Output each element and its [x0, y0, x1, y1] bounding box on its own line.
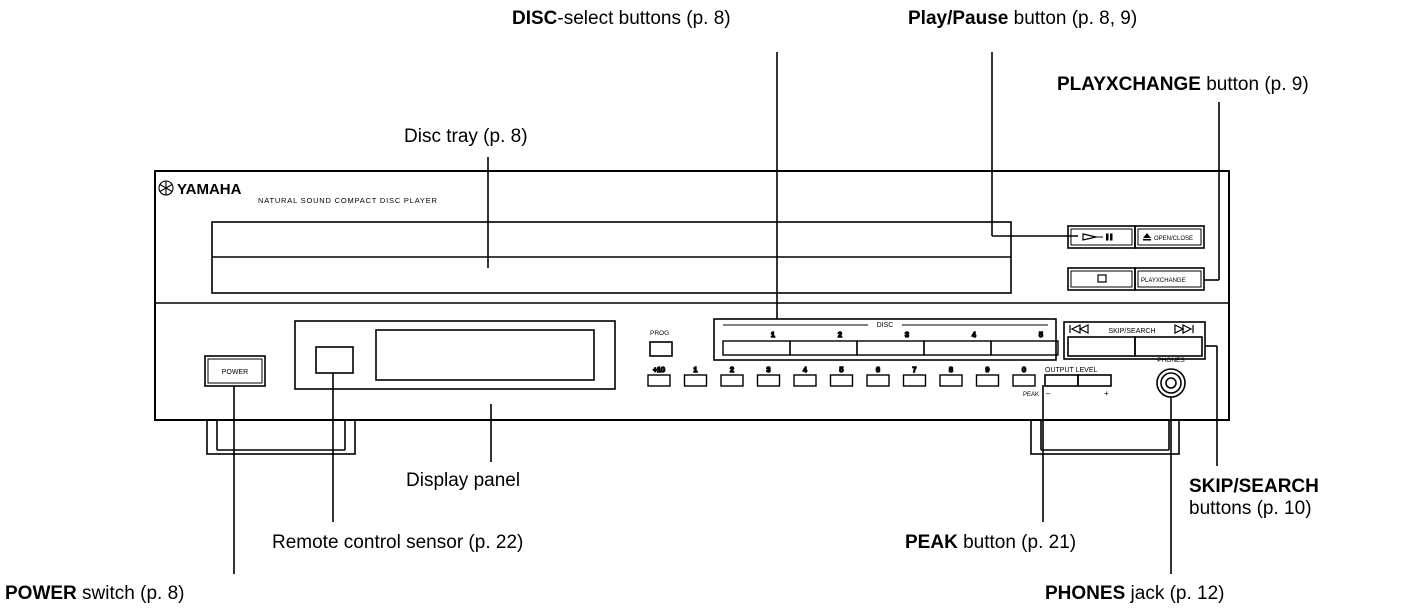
callout-phones: PHONES jack (p. 12) [1045, 583, 1225, 604]
skip-search-label: SKIP/SEARCH [1108, 328, 1155, 335]
right-foot [1030, 419, 1180, 455]
number-key-7[interactable] [902, 374, 927, 387]
left-foot [206, 419, 356, 455]
disc-number-label: 4 [972, 332, 976, 339]
power-label: POWER [222, 369, 248, 376]
output-plus-label: + [1104, 389, 1109, 398]
play-pause-button[interactable] [1067, 225, 1136, 249]
number-key-label: 5 [840, 367, 844, 374]
skip-search-group [1063, 321, 1206, 360]
play-icon [1082, 233, 1097, 241]
callout-peak: PEAK button (p. 21) [905, 532, 1077, 553]
callout-display-panel: Display panel [406, 470, 521, 491]
phones-label: PHONES [1157, 357, 1185, 364]
number-key-label: 3 [767, 367, 771, 374]
prog-label: PROG [650, 330, 669, 337]
number-key-label: 4 [803, 367, 807, 374]
disc-select-group [713, 318, 1057, 361]
number-key-label: 9 [986, 367, 990, 374]
disc-number-label: 2 [838, 332, 842, 339]
number-key-5[interactable] [829, 374, 854, 387]
number-key-3[interactable] [756, 374, 781, 387]
disc-button-3[interactable] [856, 340, 925, 356]
peak-label: PEAK [1023, 392, 1039, 398]
remote-control-sensor [315, 346, 354, 374]
pause-icon [1106, 233, 1109, 241]
callout-playxchange: PLAYXCHANGE button (p. 9) [1057, 74, 1309, 95]
playxchange-label: PLAYXCHANGE [1141, 278, 1186, 284]
number-key-plus10[interactable] [647, 374, 671, 387]
skip-forward-button[interactable] [1134, 336, 1203, 357]
number-key-8[interactable] [939, 374, 963, 387]
disc-number-label: 5 [1039, 332, 1043, 339]
number-key-label: 8 [949, 367, 953, 374]
brand-tagline: NATURAL SOUND COMPACT DISC PLAYER [258, 196, 438, 205]
number-key-label: 6 [876, 367, 880, 374]
callout-skip-search: SKIP/SEARCH buttons (p. 10) [1189, 476, 1319, 519]
disc-number-label: 1 [771, 332, 775, 339]
stop-icon [1097, 274, 1107, 283]
callout-disc-tray: Disc tray (p. 8) [404, 126, 528, 147]
skip-back-icon [1069, 324, 1089, 334]
output-minus-label: – [1046, 389, 1051, 398]
open-close-label: OPEN/CLOSE [1154, 236, 1193, 242]
eject-icon [1143, 233, 1151, 238]
output-level-down-button[interactable] [1044, 374, 1079, 387]
chassis [154, 170, 1230, 421]
open-close-button[interactable] [1134, 225, 1205, 249]
power-switch[interactable] [204, 355, 266, 387]
disc-button-1[interactable] [722, 340, 791, 356]
playxchange-button[interactable] [1134, 267, 1205, 291]
number-key-1[interactable] [683, 374, 708, 387]
display-panel [294, 320, 616, 390]
disc-number-label: 3 [905, 332, 909, 339]
disc-button-5[interactable] [990, 340, 1059, 356]
skip-forward-icon [1174, 324, 1194, 334]
disc-tray[interactable] [211, 221, 1012, 294]
number-key-2[interactable] [720, 374, 744, 387]
disc-button-4[interactable] [923, 340, 992, 356]
disc-label: DISC [877, 322, 894, 329]
number-key-label: 0 [1022, 367, 1026, 374]
callout-remote-sensor: Remote control sensor (p. 22) [272, 532, 524, 553]
number-key-0[interactable] [1012, 374, 1036, 387]
skip-back-button[interactable] [1067, 336, 1136, 357]
callout-power: POWER switch (p. 8) [5, 583, 185, 604]
number-key-9[interactable] [975, 374, 1000, 387]
number-key-6[interactable] [866, 374, 890, 387]
number-key-label: 1 [694, 367, 698, 374]
number-key-label: 2 [730, 367, 734, 374]
output-level-label: OUTPUT LEVEL [1045, 367, 1097, 374]
stop-button[interactable] [1067, 267, 1136, 291]
leader-lines [233, 52, 1220, 574]
number-key-label: 7 [913, 367, 917, 374]
number-key-4[interactable] [793, 374, 817, 387]
number-key-label: +10 [653, 367, 665, 374]
output-level-up-button[interactable] [1077, 374, 1112, 387]
yamaha-logo-icon [158, 180, 174, 196]
prog-button[interactable] [649, 341, 673, 357]
brand-name: YAMAHA [177, 181, 242, 198]
callout-disc-select: DISC-select buttons (p. 8) [512, 8, 731, 29]
phones-jack[interactable] [1156, 368, 1186, 398]
disc-button-2[interactable] [789, 340, 858, 356]
callout-play-pause: Play/Pause button (p. 8, 9) [908, 8, 1138, 29]
